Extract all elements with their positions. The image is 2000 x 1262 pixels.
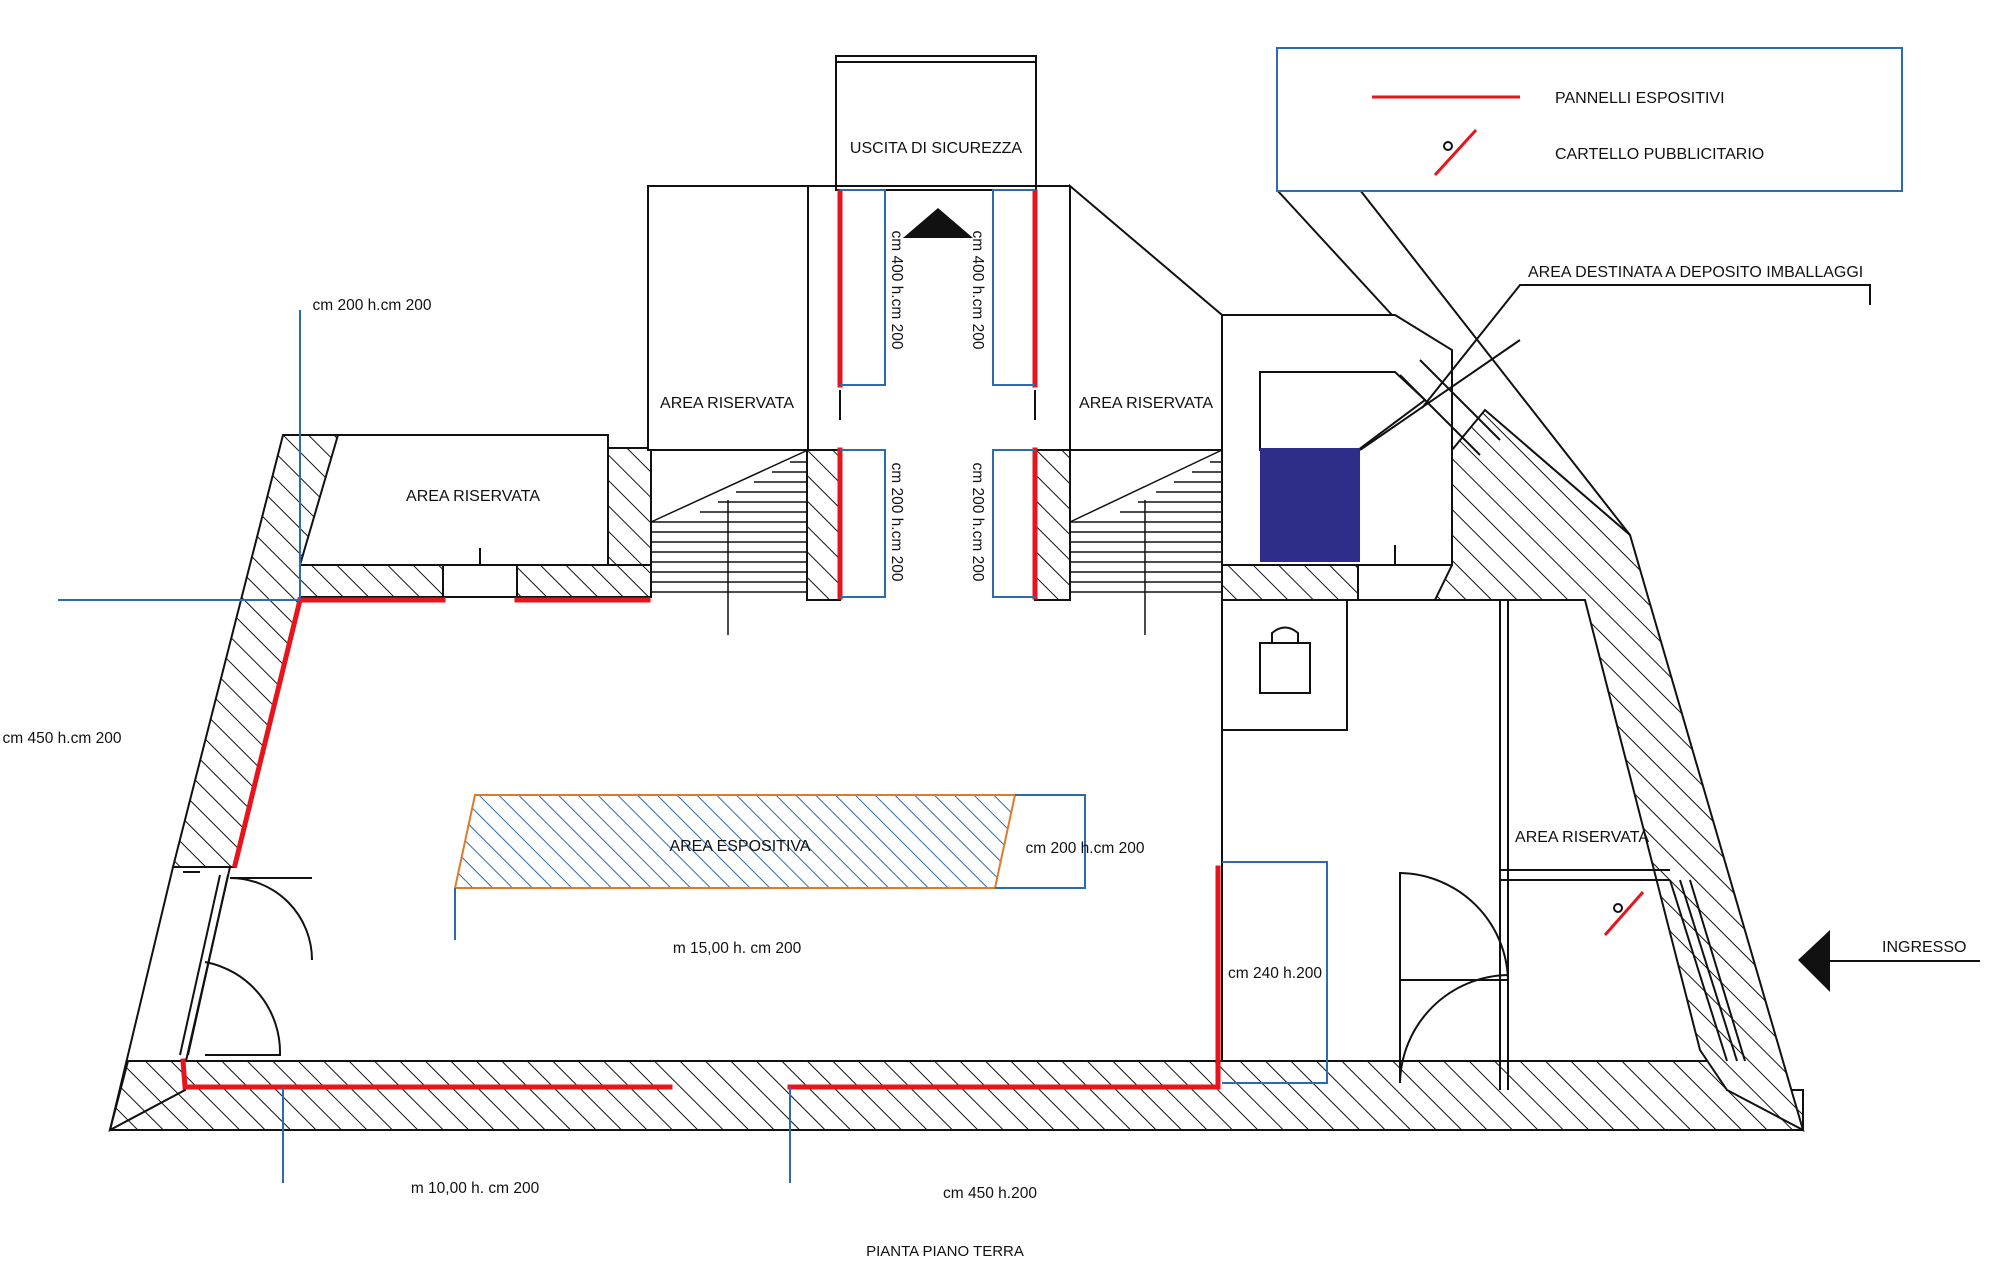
wall-top-left [299, 564, 444, 598]
plan-title: PIANTA PIANO TERRA [866, 1243, 1024, 1260]
wall-corridor-right [1034, 449, 1071, 601]
door-entrance [1399, 871, 1746, 1084]
door-stubs [443, 390, 1435, 730]
wall-left [171, 434, 340, 868]
dim-corridor-upper-left: cm 400 h.cm 200 [888, 231, 905, 350]
legend-billboard-icon [1433, 128, 1478, 177]
legend-panels-label: PANNELLI ESPOSITIVI [1555, 90, 1725, 107]
dim-top-left-wall: cm 200 h.cm 200 [313, 297, 432, 314]
exit-arrow-icon [903, 208, 973, 238]
legend-billboard-label: CARTELLO PUBBLICITARIO [1555, 146, 1764, 163]
emergency-exit-box [835, 55, 1037, 191]
wall-corridor-left [806, 449, 841, 601]
bag-icon [1259, 626, 1311, 694]
display-panels [180, 189, 1221, 1090]
legend-box [1276, 47, 1903, 192]
entrance-arrow-icon [1798, 930, 1980, 992]
panel-bottom-right [787, 865, 1221, 1090]
wall-right-diagonal [1433, 408, 1805, 1132]
panel-bottom-left [180, 1058, 673, 1090]
billboard-icon [1603, 891, 1645, 936]
wall-top-center-left [516, 564, 652, 598]
door-left [128, 866, 313, 1062]
label-reserved-center-left: AREA RISERVATA [660, 395, 794, 412]
panel-left-wall [231, 596, 304, 869]
dim-corridor-lower-left: cm 200 h.cm 200 [888, 463, 905, 582]
depot-area-fill [1260, 448, 1360, 562]
label-emergency-exit: USCITA DI SICUREZZA [850, 140, 1022, 157]
wall-bottom [108, 1060, 1804, 1131]
stairs-left [650, 449, 809, 635]
dim-corridor-upper-right: cm 400 h.cm 200 [969, 231, 986, 350]
dim-left-wall: cm 450 h.cm 200 [3, 730, 122, 747]
label-reserved-center-right: AREA RISERVATA [1079, 395, 1213, 412]
room-labels: USCITA DI SICUREZZA AREA RISERVATA AREA … [406, 140, 1966, 956]
dim-exhibition-depth: cm 200 h.cm 200 [1026, 840, 1145, 857]
label-entrance: INGRESSO [1882, 939, 1966, 956]
dimension-labels: cm 200 h.cm 200 cm 450 h.cm 200 cm 400 h… [3, 231, 1323, 1202]
wall-top-left-pillar [607, 447, 652, 566]
wall-depot-bottom [1221, 564, 1359, 601]
label-exhibition-area: AREA ESPOSITIVA [669, 838, 810, 855]
stairs-right [1069, 449, 1223, 635]
label-reserved-left: AREA RISERVATA [406, 488, 540, 505]
label-reserved-right: AREA RISERVATA [1515, 829, 1649, 846]
dim-partition: cm 240 h.200 [1228, 965, 1322, 982]
dim-corridor-lower-right: cm 200 h.cm 200 [969, 463, 986, 582]
dim-exhibition-length: m 15,00 h. cm 200 [673, 940, 802, 957]
depot-leader [1359, 284, 1871, 456]
dimension-lines [58, 189, 1328, 1183]
label-packaging-depot: AREA DESTINATA A DEPOSITO IMBALLAGGI [1528, 264, 1863, 281]
dim-bottom-right-wall: cm 450 h.200 [943, 1185, 1037, 1202]
dim-bottom-left-wall: m 10,00 h. cm 200 [411, 1180, 540, 1197]
legend: PANNELLI ESPOSITIVI CARTELLO PUBBLICITAR… [1276, 47, 1903, 192]
